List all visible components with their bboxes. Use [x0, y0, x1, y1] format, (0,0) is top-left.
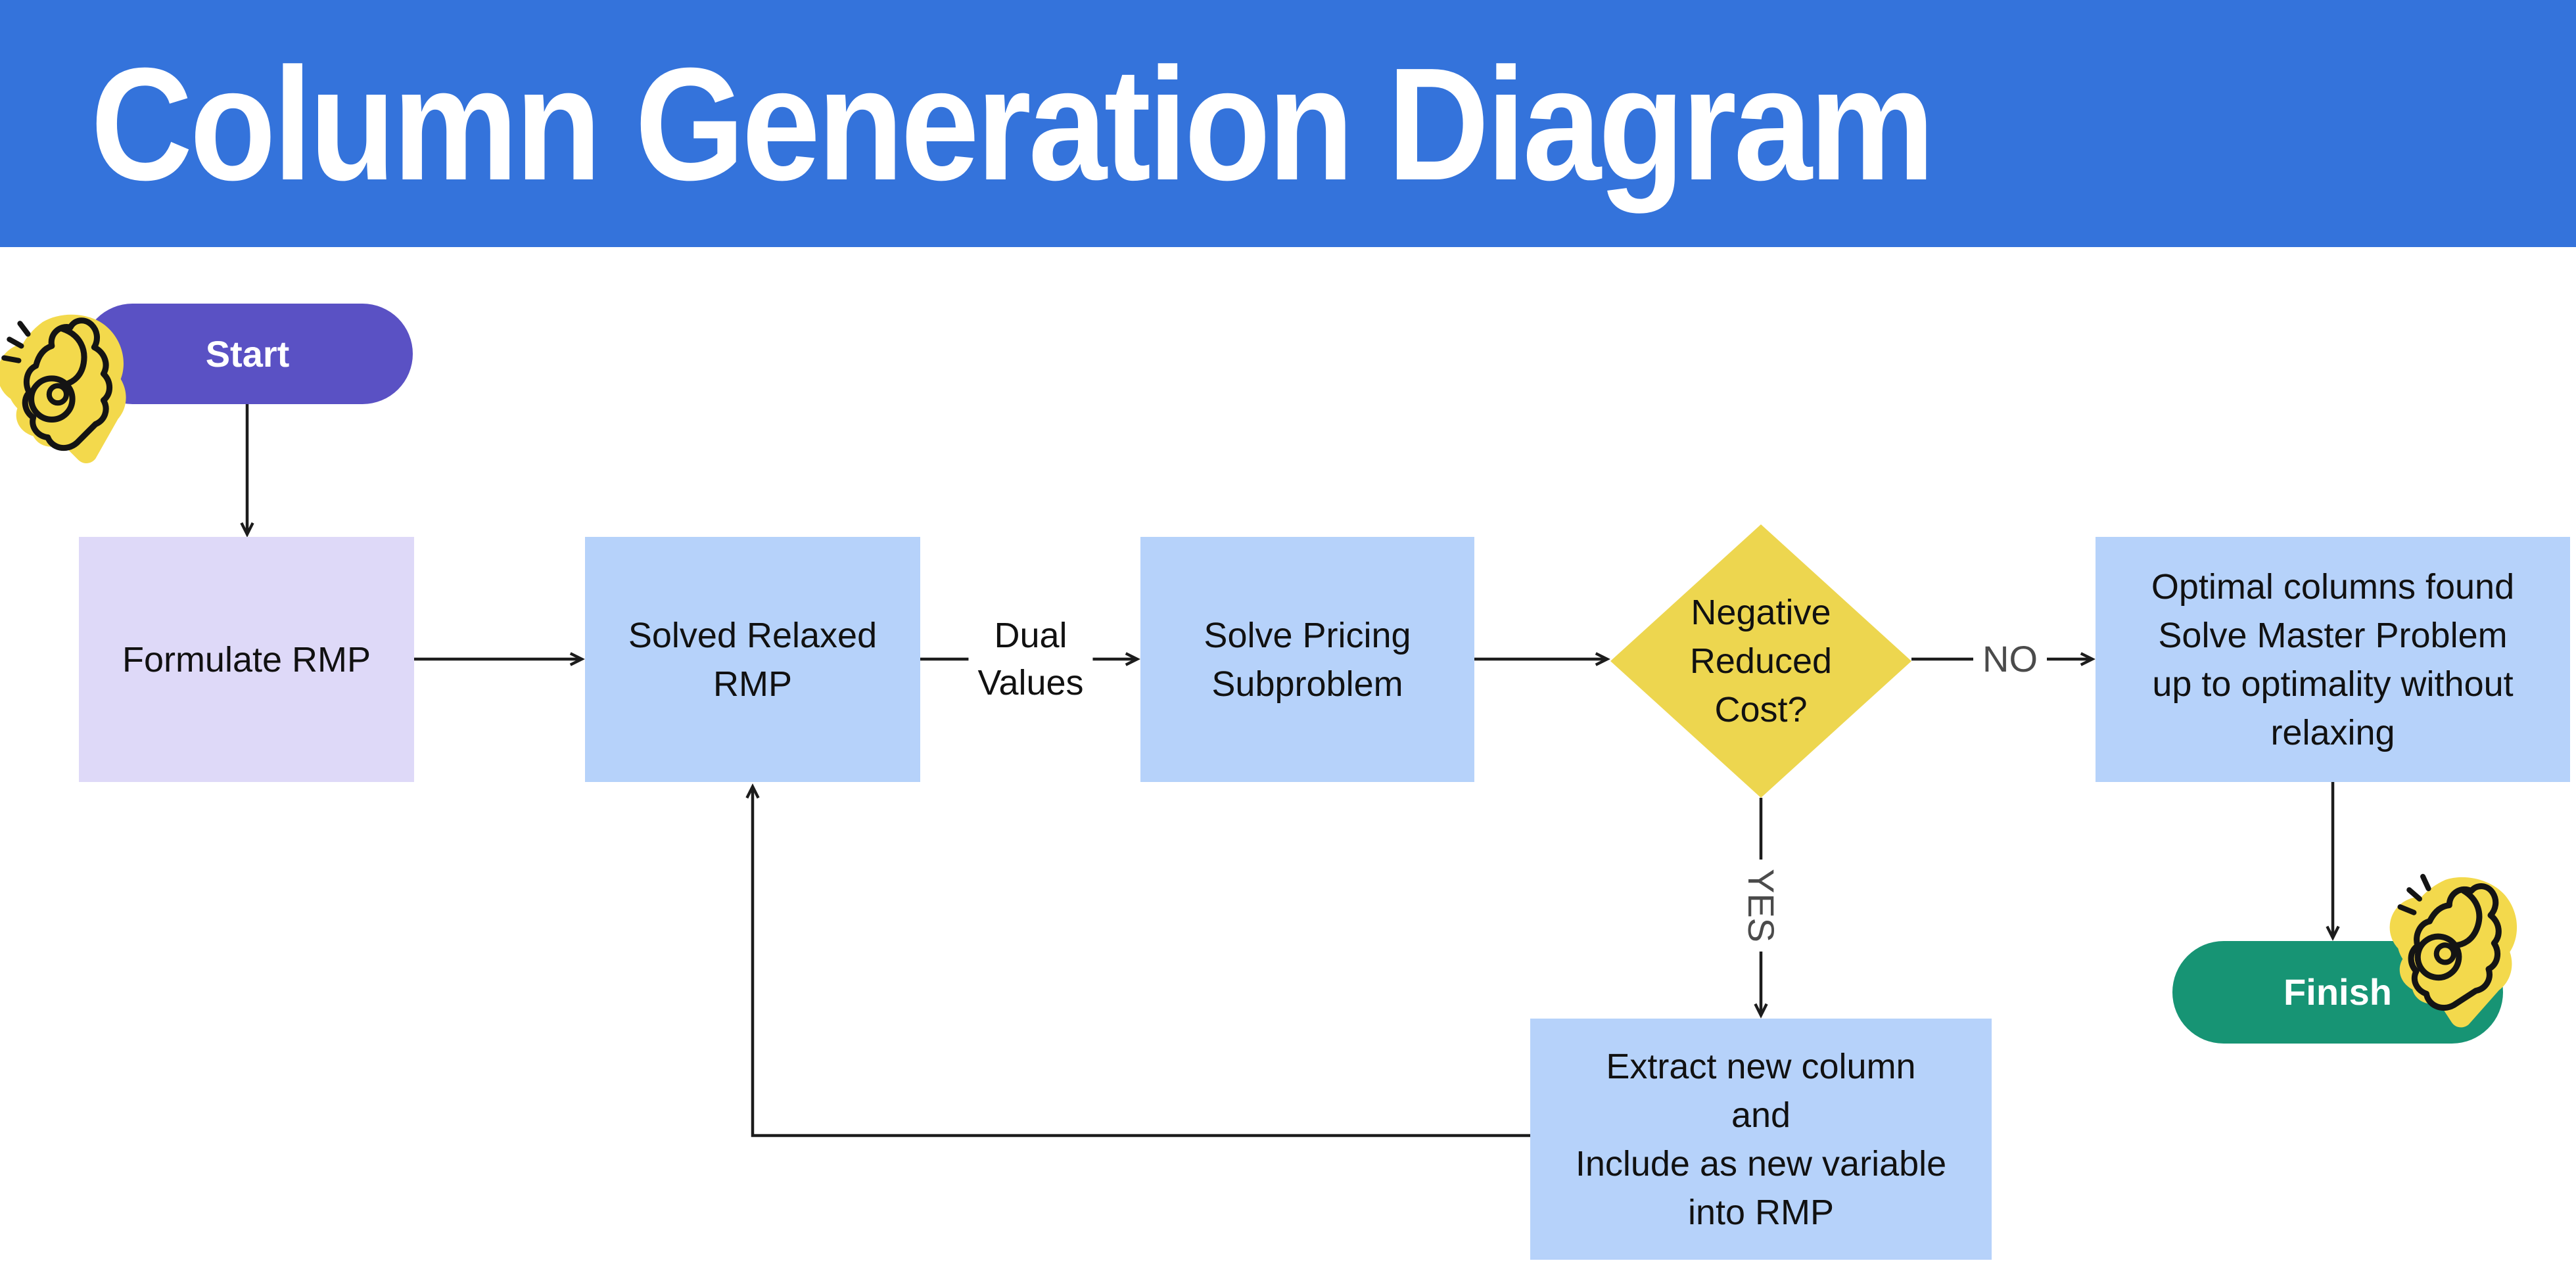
- node-decision-negative-reduced-cost: Negative Reduced Cost?: [1646, 556, 1876, 766]
- node-pricing-line-2: Subproblem: [1211, 664, 1403, 704]
- node-finish-label: Finish: [2283, 971, 2392, 1013]
- node-extract-line-2: and: [1731, 1095, 1791, 1135]
- decision-diamond-shape: [1610, 524, 1911, 798]
- node-extract-new-column: Extract new column and Include as new va…: [1530, 1019, 1992, 1260]
- dual-values-line-1: Dual: [994, 616, 1067, 655]
- node-formulate-rmp-label: Formulate RMP: [122, 639, 371, 679]
- ok-hand-sticker-finish: [2385, 869, 2524, 1028]
- node-formulate-rmp: Formulate RMP: [79, 537, 414, 782]
- node-solved-line-2: RMP: [713, 664, 792, 704]
- node-pricing-line-1: Solve Pricing: [1204, 615, 1411, 655]
- edge-extract-feedback-to-solved: [753, 787, 1530, 1138]
- node-optimal-line-2: Solve Master Problem: [2158, 615, 2508, 655]
- node-optimal-line-4: relaxing: [2270, 712, 2395, 752]
- edge-label-dual-values: Dual Values: [968, 609, 1093, 709]
- node-solved-relaxed-rmp: Solved Relaxed RMP: [585, 537, 920, 782]
- node-decision-line-2: Reduced: [1689, 641, 1833, 681]
- node-solved-line-1: Solved Relaxed: [628, 615, 878, 655]
- node-decision-line-3: Cost?: [1714, 690, 1808, 729]
- node-decision-line-1: Negative: [1691, 593, 1831, 632]
- dual-values-line-2: Values: [977, 663, 1084, 702]
- edge-label-no: NO: [1973, 633, 2047, 685]
- node-solve-pricing-subproblem: Solve Pricing Subproblem: [1140, 537, 1474, 782]
- page-title: Column Generation Diagram: [91, 34, 1934, 214]
- edge-label-yes: YES: [1735, 859, 1787, 952]
- node-extract-line-1: Extract new column: [1606, 1046, 1916, 1086]
- node-optimal-columns-found: Optimal columns found Solve Master Probl…: [2096, 537, 2570, 782]
- node-start-label: Start: [205, 333, 290, 375]
- node-start: Start: [82, 304, 413, 404]
- ok-hand-sticker-start: [0, 308, 135, 467]
- node-extract-line-3: Include as new variable: [1575, 1143, 1947, 1184]
- title-bar: Column Generation Diagram: [0, 0, 2576, 247]
- node-optimal-line-1: Optimal columns found: [2151, 566, 2515, 607]
- node-extract-line-4: into RMP: [1687, 1192, 1835, 1232]
- node-optimal-line-3: up to optimality without: [2152, 664, 2514, 704]
